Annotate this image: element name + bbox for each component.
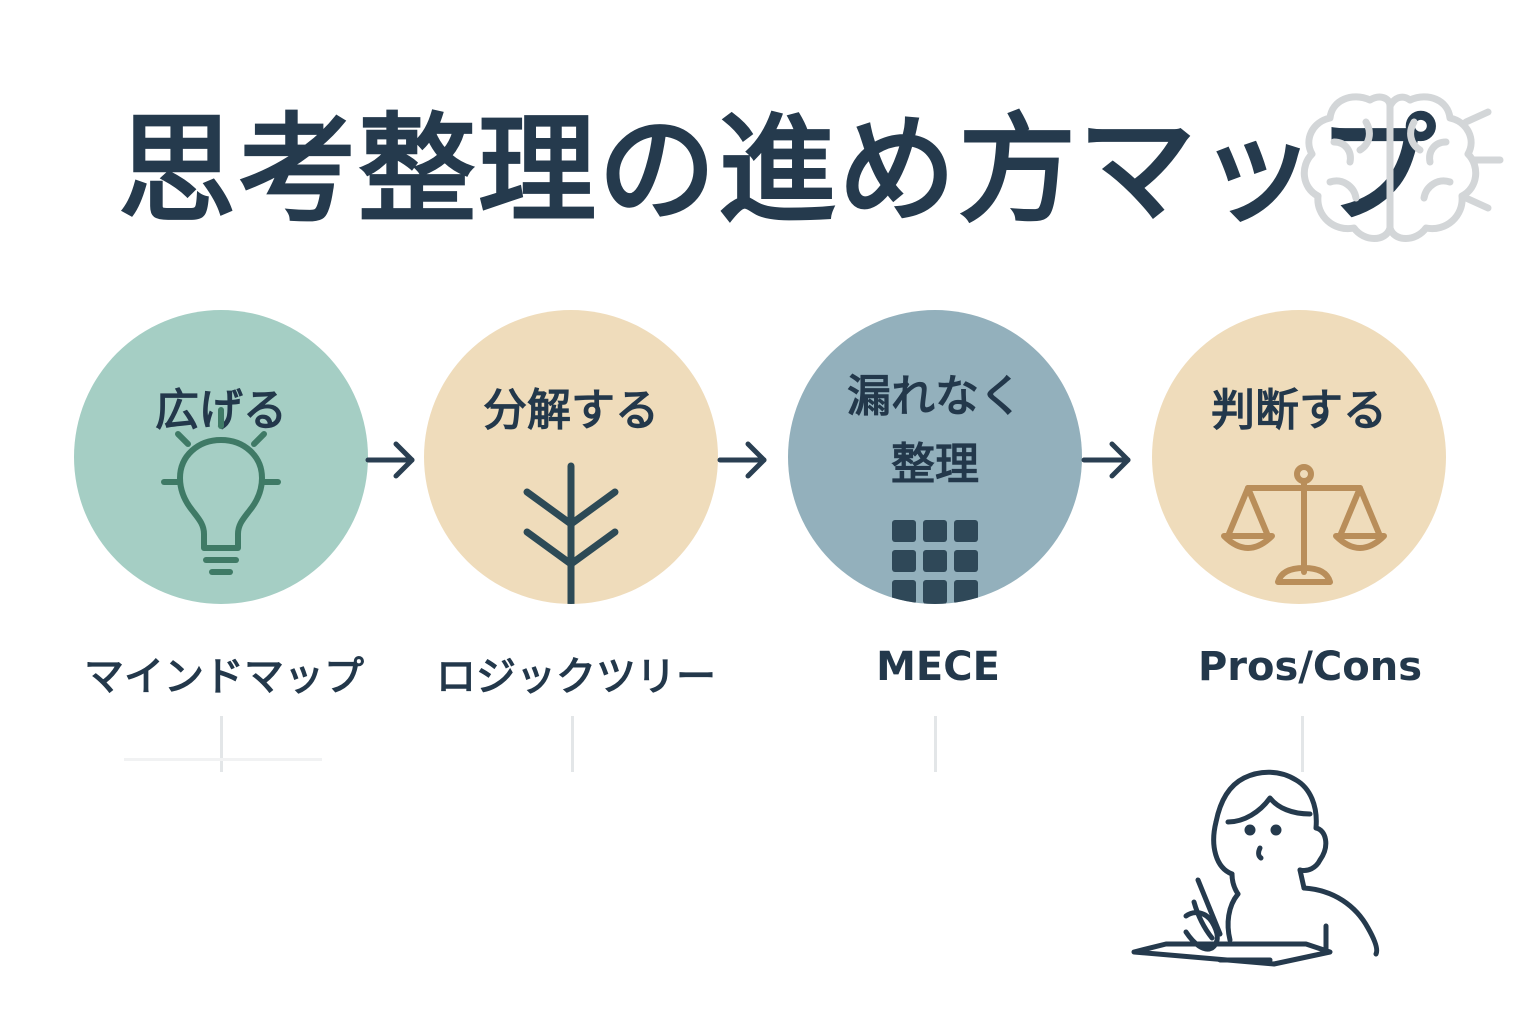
arrow-right-icon: [365, 441, 415, 479]
step-label: 判断する: [1211, 385, 1387, 436]
step-circle-expand: 広げる: [74, 310, 368, 604]
connector-line: [571, 716, 574, 772]
scale-icon: [1221, 464, 1387, 585]
lightbulb-icon: [161, 407, 281, 575]
grid-icon: [892, 520, 978, 604]
connector-line: [124, 758, 322, 761]
step-circle-mece: 漏れなく 整理: [788, 310, 1082, 604]
connector-line: [1301, 716, 1304, 772]
step-label: 漏れなく: [847, 371, 1023, 422]
method-label-pros-cons: Pros/Cons: [1197, 644, 1423, 690]
step-circle-decide: 判断する: [1152, 310, 1446, 604]
connector-line: [934, 716, 937, 772]
method-label-mece: MECE: [876, 644, 1000, 690]
step-label: 整理: [891, 439, 979, 490]
person-writing-icon: [1131, 769, 1380, 967]
tree-icon: [523, 462, 619, 604]
step-label: 分解する: [483, 385, 659, 436]
connector-line: [220, 716, 223, 772]
page-title: 思考整理の進め方マップ: [118, 101, 1439, 239]
brain-icon: [1300, 93, 1504, 242]
arrow-right-icon: [1081, 441, 1131, 479]
method-label-mindmap: マインドマップ: [84, 654, 364, 700]
method-label-logic-tree: ロジックツリー: [436, 654, 716, 700]
arrow-right-icon: [717, 441, 767, 479]
step-circle-decompose: 分解する: [424, 310, 718, 604]
